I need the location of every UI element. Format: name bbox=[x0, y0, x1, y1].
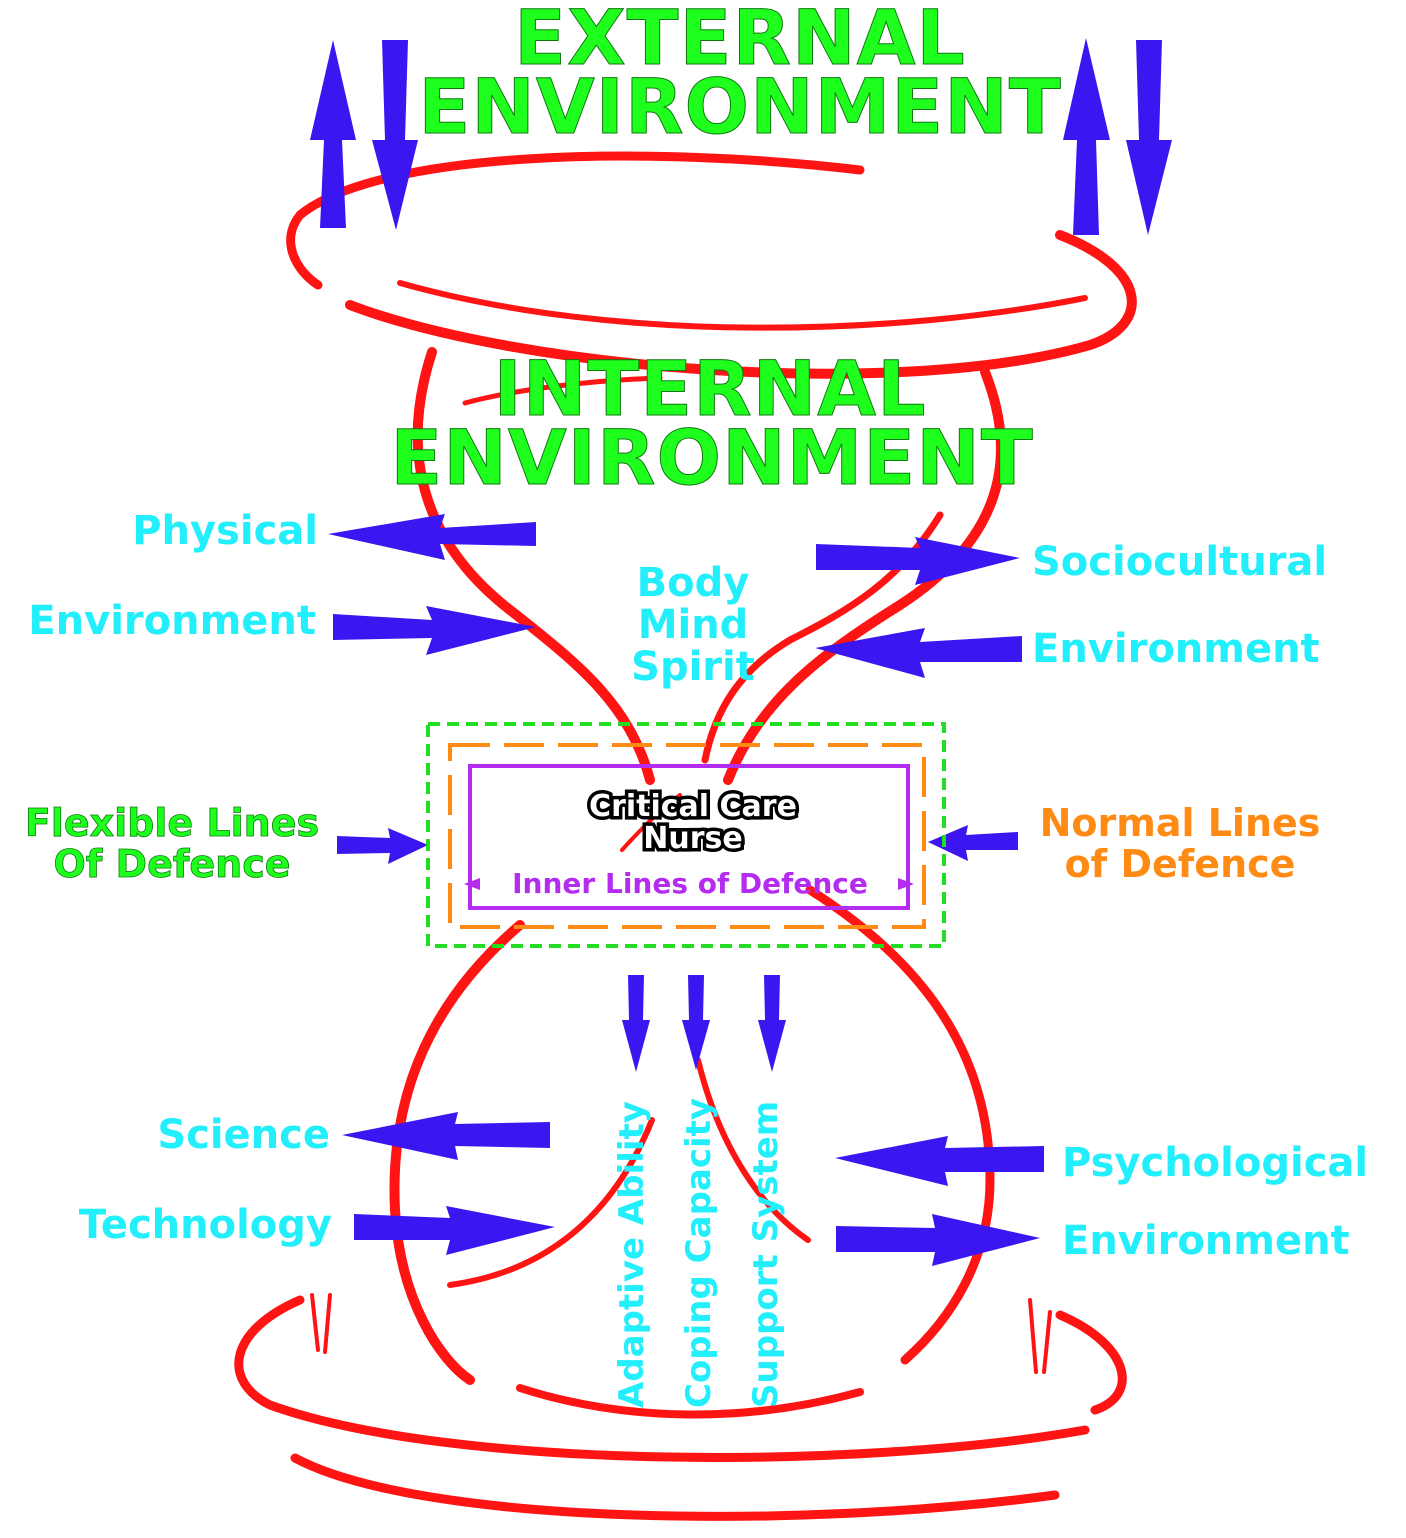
spike-right-b bbox=[1044, 1312, 1050, 1372]
arrow-flexible-in bbox=[337, 828, 428, 864]
label-environment-lower-right: Environment bbox=[1062, 1218, 1350, 1264]
bottom-ring-upper bbox=[239, 1300, 1085, 1457]
arrow-down-left-top bbox=[372, 40, 418, 230]
lower-bulb-right bbox=[810, 890, 990, 1360]
vertical-labels: Adaptive Ability Coping Capacity Support… bbox=[612, 1098, 786, 1408]
label-inner-lines: Inner Lines of Defence bbox=[512, 867, 868, 900]
bottom-ring-lower bbox=[295, 1458, 1055, 1516]
arrow-down-support bbox=[758, 975, 786, 1072]
label-mind: Mind bbox=[638, 602, 749, 648]
arrow-technology-in bbox=[354, 1206, 555, 1255]
label-normal-line1: Normal Lines bbox=[1040, 801, 1321, 845]
label-environment-left: Environment bbox=[28, 598, 316, 644]
internal-title-line2: ENVIRONMENT bbox=[390, 413, 1033, 502]
spike-left-b bbox=[325, 1295, 330, 1352]
top-ring-upper bbox=[291, 156, 860, 285]
label-body: Body bbox=[637, 560, 750, 606]
label-physical: Physical bbox=[132, 508, 318, 554]
titles: EXTERNAL ENVIRONMENT INTERNAL ENVIRONMEN… bbox=[390, 0, 1061, 502]
spike-left-a bbox=[312, 1295, 318, 1350]
label-sociocultural: Sociocultural bbox=[1032, 539, 1327, 585]
top-ring-inner bbox=[400, 283, 1085, 328]
label-spirit: Spirit bbox=[631, 644, 755, 690]
arrow-environment-in-left bbox=[333, 606, 536, 655]
label-support-system: Support System bbox=[746, 1101, 786, 1408]
label-environment-right: Environment bbox=[1032, 626, 1320, 672]
label-flexible-line2: Of Defence bbox=[53, 842, 290, 886]
label-science: Science bbox=[157, 1112, 330, 1158]
label-flexible-line1: Flexible Lines bbox=[25, 801, 319, 845]
arrow-psychological-out bbox=[835, 1136, 1044, 1186]
lower-bulb-left bbox=[394, 925, 520, 1380]
right-labels: Sociocultural Environment Psychological … bbox=[1032, 539, 1368, 1264]
center-labels: Body Mind Spirit Critical Care Nurse Inn… bbox=[512, 560, 868, 900]
label-coping-capacity: Coping Capacity bbox=[679, 1098, 719, 1408]
arrow-normal-in bbox=[928, 825, 1018, 861]
label-nurse: Nurse bbox=[643, 821, 742, 856]
arrow-down-coping bbox=[682, 975, 710, 1070]
label-technology: Technology bbox=[79, 1202, 332, 1248]
arrow-down-right-top bbox=[1126, 40, 1172, 235]
arrow-physical-out bbox=[328, 514, 536, 560]
arrow-up-right-top bbox=[1063, 38, 1110, 235]
bottom-ring-right bbox=[1060, 1315, 1122, 1410]
label-normal-line2: of Defence bbox=[1065, 842, 1296, 886]
label-adaptive-ability: Adaptive Ability bbox=[612, 1101, 652, 1408]
arrow-down-adaptive bbox=[622, 975, 650, 1072]
arrow-science-out bbox=[342, 1112, 550, 1160]
external-title-line2: ENVIRONMENT bbox=[418, 62, 1061, 151]
arrow-environment-in-lower-right bbox=[836, 1214, 1040, 1266]
label-critical-care: Critical Care bbox=[589, 789, 797, 824]
label-psychological: Psychological bbox=[1062, 1140, 1368, 1186]
spike-right-a bbox=[1030, 1300, 1036, 1372]
